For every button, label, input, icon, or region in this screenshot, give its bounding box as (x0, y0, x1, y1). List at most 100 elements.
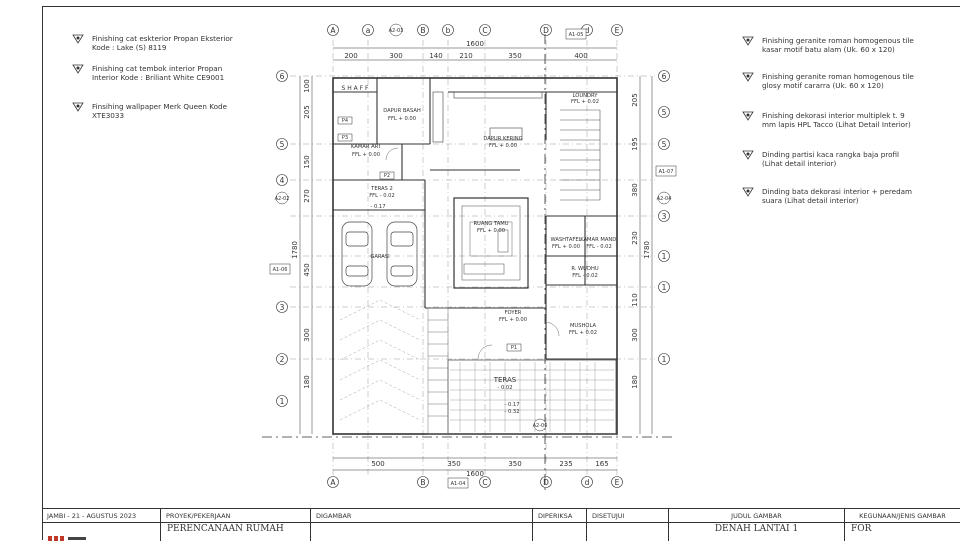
svg-text:D: D (543, 478, 549, 487)
svg-text:KAMAR MANDI: KAMAR MANDI (580, 237, 618, 243)
svg-text:1: 1 (662, 283, 667, 292)
finish-tag-icon (742, 150, 754, 160)
svg-text:A2-06: A2-06 (533, 423, 548, 429)
svg-text:300: 300 (389, 52, 402, 60)
company-logo-icon (48, 536, 86, 541)
grid-label: E (615, 26, 620, 35)
svg-text:S H A F F: S H A F F (342, 85, 370, 92)
svg-text:FFL + 0.00: FFL + 0.00 (499, 317, 527, 323)
svg-text:R. WUDHU: R. WUDHU (571, 266, 599, 272)
svg-text:P2: P2 (384, 173, 390, 179)
svg-text:FFL + 0.00: FFL + 0.00 (477, 228, 505, 234)
grid-label: C (482, 26, 487, 35)
tb-drawn-cell: DIGAMBAR (310, 509, 532, 541)
svg-text:A1-05: A1-05 (569, 32, 584, 38)
svg-text:180: 180 (631, 375, 639, 388)
svg-text:A2-02: A2-02 (275, 196, 290, 202)
svg-text:450: 450 (303, 263, 311, 276)
svg-text:FFL + 0.02: FFL + 0.02 (571, 99, 599, 105)
svg-text:DAPUR KERING: DAPUR KERING (483, 136, 522, 142)
garage-cars (341, 221, 418, 287)
grid-label: d (585, 26, 590, 35)
legend-item: Finsihing wallpaper Merk Queen Kode XTE3… (72, 102, 227, 120)
tb-drawn-header: DIGAMBAR (311, 509, 532, 523)
legend-item: Finishing dekorasi interior multiplek t.… (742, 111, 911, 129)
svg-text:350: 350 (508, 52, 521, 60)
legend-item: Finishing geranite roman homogenous tile… (742, 36, 914, 54)
svg-text:140: 140 (429, 52, 442, 60)
svg-text:1: 1 (662, 252, 667, 261)
floor-plan: A a B b C D d E A B C D d E 6 5 4 3 2 1 … (262, 23, 677, 490)
svg-text:350: 350 (447, 460, 460, 468)
svg-text:RUANG TAMU: RUANG TAMU (473, 221, 508, 227)
svg-text:WASHTAFEL: WASHTAFEL (550, 237, 581, 243)
svg-text:B: B (420, 478, 425, 487)
svg-text:1600: 1600 (466, 470, 484, 478)
svg-text:- 0.02: - 0.02 (497, 385, 512, 391)
svg-text:110: 110 (631, 293, 639, 306)
svg-text:5: 5 (662, 140, 667, 149)
dim-top-total: 1600 (466, 40, 484, 48)
svg-text:GARASI: GARASI (370, 254, 390, 260)
svg-text:500: 500 (371, 460, 384, 468)
legend-item: Finishing cat tembok interior Propan Int… (72, 64, 224, 82)
grid-bubbles-top: A a B b C D d E (327, 24, 623, 36)
tb-project-cell: PROYEK/PEKERJAAN PERENCANAAN RUMAH (160, 509, 310, 541)
svg-text:FFL + 0.00: FFL + 0.00 (352, 152, 380, 158)
legend-text: Finishing geranite roman homogenous tile… (762, 36, 914, 54)
tb-approved-cell: DISETUJUI (586, 509, 668, 541)
finish-tag-icon (72, 34, 84, 44)
tb-usage-cell: KEGUNAAN/JENIS GAMBAR FOR (844, 509, 960, 541)
svg-text:A: A (330, 478, 336, 487)
svg-text:FFL + 0.00: FFL + 0.00 (388, 116, 416, 122)
svg-text:- 0.32: - 0.32 (504, 409, 519, 415)
stairs (427, 307, 449, 435)
legend-text: Finsihing wallpaper Merk Queen Kode XTE3… (92, 102, 227, 120)
svg-text:270: 270 (303, 189, 311, 202)
svg-text:- 0.17: - 0.17 (370, 204, 385, 210)
finish-tag-icon (742, 187, 754, 197)
tb-approved-header: DISETUJUI (587, 509, 668, 523)
section-tags: A1-05 A1-07 A1-06 A1-04 A2-03 A2-02 A2-0… (269, 23, 677, 489)
finish-tag-icon (742, 36, 754, 46)
legend-text: Dinding bata dekorasi interior + peredam… (762, 187, 913, 205)
section-lines (262, 34, 675, 490)
finish-tag-icon (72, 64, 84, 74)
svg-text:E: E (615, 478, 620, 487)
svg-text:400: 400 (574, 52, 587, 60)
svg-text:FFL + 0.00: FFL + 0.00 (552, 244, 580, 250)
svg-text:205: 205 (631, 93, 639, 106)
svg-text:FFL - 0.02: FFL - 0.02 (572, 273, 598, 279)
svg-text:MUSHOLA: MUSHOLA (570, 323, 597, 329)
svg-text:4: 4 (280, 176, 285, 185)
svg-text:235: 235 (559, 460, 572, 468)
svg-text:1780: 1780 (291, 241, 299, 259)
svg-text:P1: P1 (511, 345, 517, 351)
tb-usage-value: FOR (851, 524, 872, 534)
tb-project-header: PROYEK/PEKERJAAN (161, 509, 310, 523)
title-block: JAMBI - 21 - AGUSTUS 2023 PROYEK/PEKERJA… (42, 508, 960, 541)
legend-text: Finishing dekorasi interior multiplek t.… (762, 111, 911, 129)
grid-label: B (420, 26, 425, 35)
kitchen-counter (432, 91, 444, 143)
svg-text:5: 5 (662, 108, 667, 117)
svg-text:LOUNDRY: LOUNDRY (573, 93, 599, 99)
door-swings (385, 147, 560, 360)
living-room-partition (453, 197, 529, 289)
grid-label: b (446, 26, 451, 35)
tb-title-header: JUDUL GAMBAR (669, 509, 844, 523)
finish-tag-icon (742, 72, 754, 82)
svg-text:TERAS: TERAS (493, 376, 517, 384)
svg-text:380: 380 (631, 183, 639, 196)
grid-bubbles-bottom: A B C D d E (327, 476, 623, 488)
svg-text:P4: P4 (342, 118, 348, 124)
svg-text:P3: P3 (342, 135, 348, 141)
svg-text:FOYER: FOYER (505, 310, 522, 316)
tb-usage-header: KEGUNAAN/JENIS GAMBAR (845, 509, 960, 523)
svg-text:2: 2 (280, 355, 285, 364)
svg-text:3: 3 (662, 212, 667, 221)
dimension-text-vertical: 1780 100 205 150 270 450 300 180 1780 20… (291, 79, 651, 388)
